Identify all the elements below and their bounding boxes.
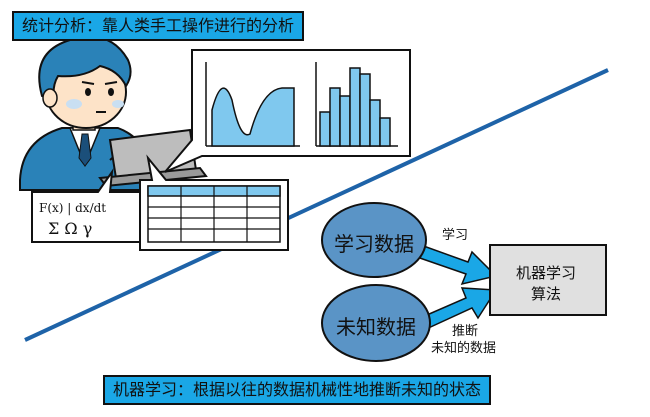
table-bubble bbox=[139, 154, 289, 251]
algorithm-label-line1: 机器学习 bbox=[516, 264, 577, 282]
histogram-bar bbox=[329, 87, 341, 147]
curve-chart bbox=[205, 62, 300, 147]
histogram-bar bbox=[379, 117, 391, 147]
formula-line1: F(x) | dx/dt bbox=[39, 201, 106, 215]
infer-edge-label-line1: 推断 bbox=[452, 324, 479, 339]
analyst-tie bbox=[78, 133, 92, 167]
learning-data-label: 学习数据 bbox=[334, 232, 414, 256]
formula-line2: Σ Ω γ bbox=[48, 219, 92, 238]
algorithm-label-line2: 算法 bbox=[531, 285, 562, 303]
ml-algorithm-box bbox=[489, 244, 607, 316]
infer-arrow bbox=[419, 287, 498, 332]
statistical-analysis-banner: 统计分析：靠人类手工操作进行的分析 bbox=[12, 11, 305, 41]
histogram-bar bbox=[359, 73, 371, 147]
infer-edge-label-line2: 未知的数据 bbox=[431, 341, 497, 356]
data-table-icon bbox=[147, 185, 281, 243]
curve-area bbox=[211, 87, 295, 147]
histogram-bar bbox=[339, 95, 351, 147]
histogram-bar bbox=[369, 99, 381, 147]
formula-bubble: F(x) | dx/dt Σ Ω γ bbox=[31, 168, 141, 243]
histogram-chart bbox=[315, 62, 398, 147]
learning-data-node bbox=[321, 202, 427, 278]
histogram-bar bbox=[349, 67, 361, 147]
charts-bubble bbox=[164, 49, 411, 173]
unknown-data-node bbox=[321, 284, 431, 362]
divider-line bbox=[24, 68, 609, 342]
histogram-bar bbox=[319, 111, 331, 147]
learn-edge-label: 学习 bbox=[442, 228, 469, 243]
learn-arrow bbox=[413, 243, 498, 286]
machine-learning-banner: 机器学习：根据以往的数据机械性地推断未知的状态 bbox=[103, 375, 492, 405]
unknown-data-label: 未知数据 bbox=[336, 315, 416, 339]
